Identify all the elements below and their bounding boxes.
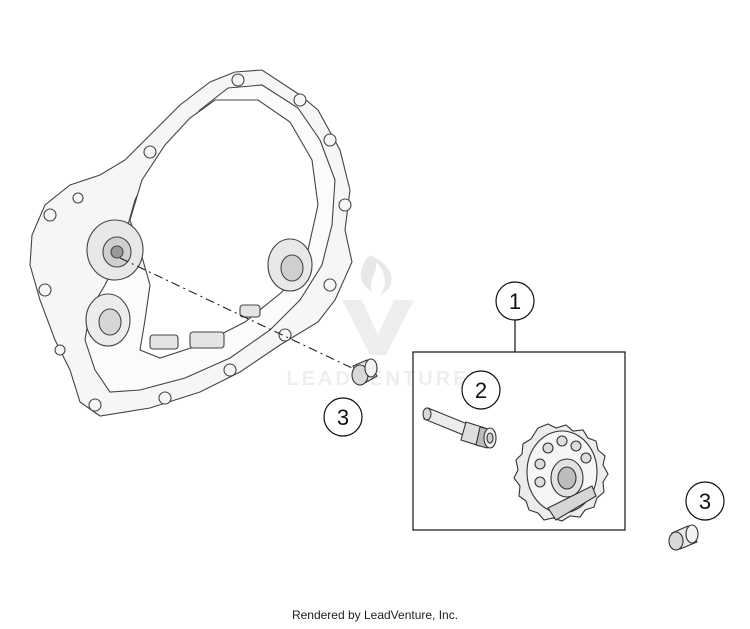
gear-shaft bbox=[422, 407, 497, 449]
watermark-text: LEADVENTURE bbox=[286, 368, 469, 390]
bushing-part-left bbox=[351, 358, 378, 386]
leader-line-cover bbox=[119, 257, 353, 369]
clutch-cover bbox=[29, 69, 353, 417]
callout-3-left: 3 bbox=[323, 397, 363, 437]
drive-gear bbox=[513, 423, 609, 522]
footer-credit: Rendered by LeadVenture, Inc. bbox=[291, 608, 459, 622]
bushing-part-right bbox=[668, 524, 699, 551]
callout-3-left-label: 3 bbox=[337, 405, 349, 430]
callout-2: 2 bbox=[461, 370, 501, 410]
callout-1: 1 bbox=[495, 281, 535, 352]
callout-3-right-label: 3 bbox=[699, 489, 711, 514]
assembly-box bbox=[412, 351, 626, 531]
callout-3-right: 3 bbox=[685, 481, 725, 521]
callout-1-label: 1 bbox=[509, 289, 521, 314]
watermark-logo: LEADVENTURE bbox=[286, 255, 469, 390]
callout-2-label: 2 bbox=[475, 378, 487, 403]
